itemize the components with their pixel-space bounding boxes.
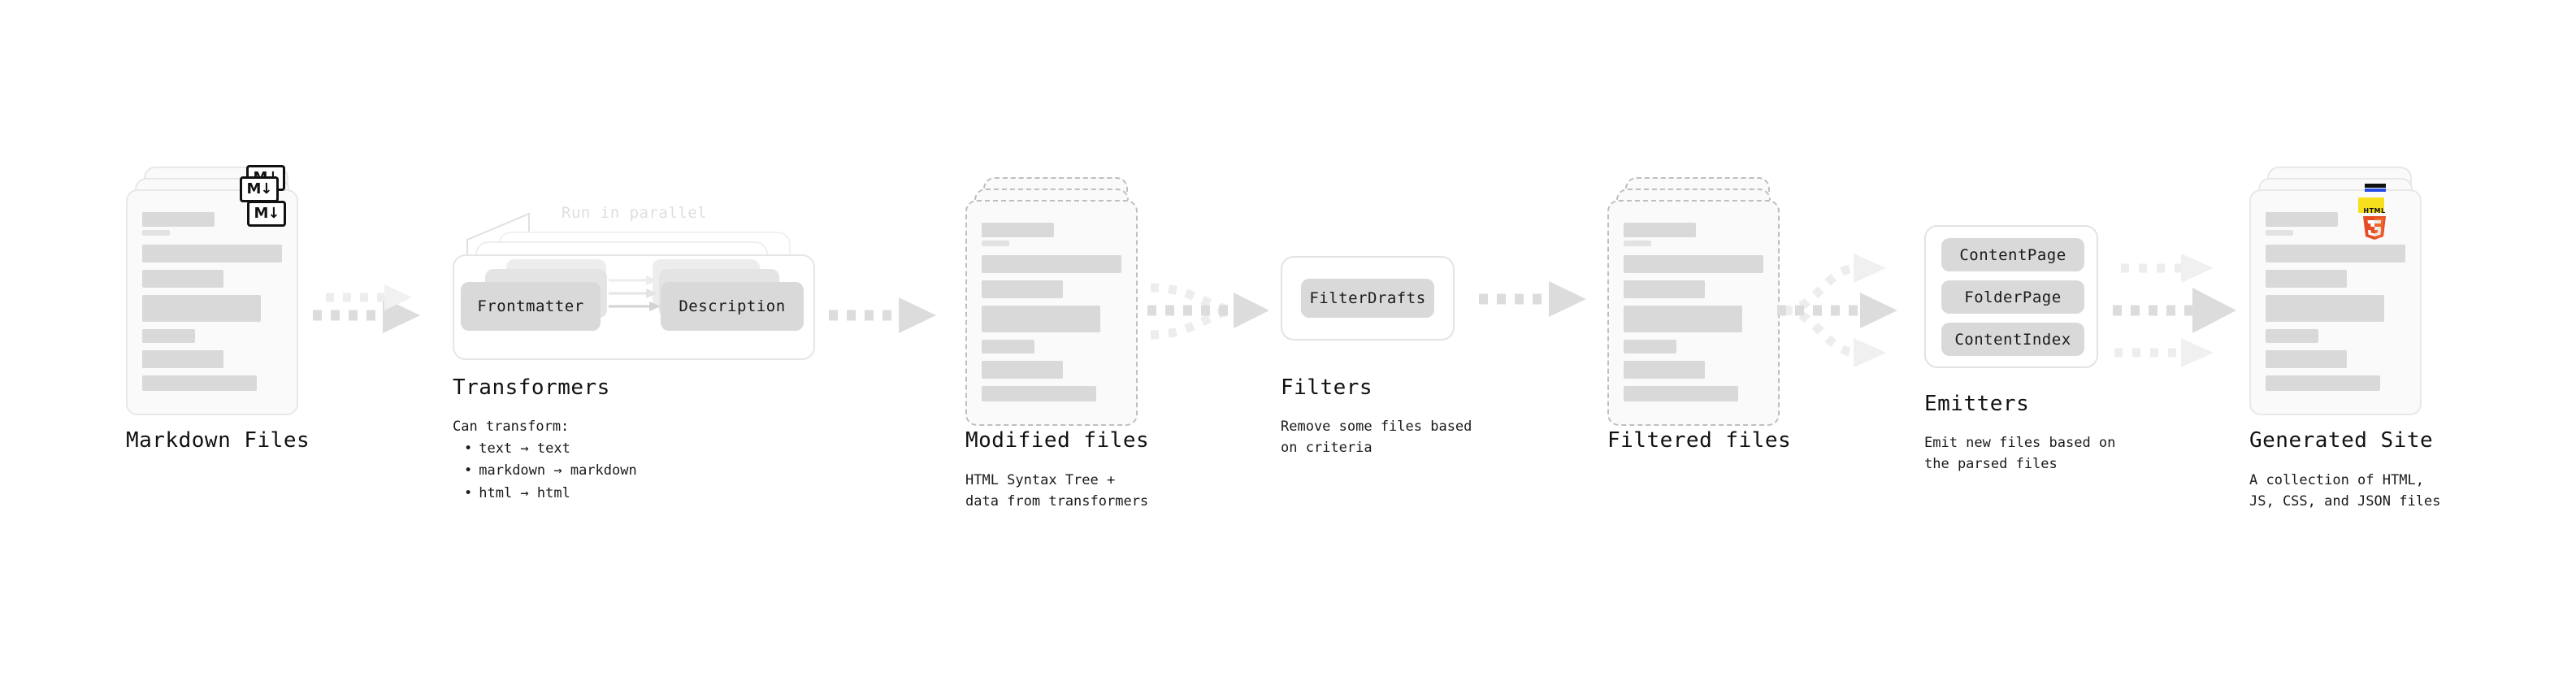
run-in-parallel-bracket xyxy=(466,212,530,259)
emitter-pill-contentindex-label: ContentIndex xyxy=(1954,330,2071,349)
emitter-pill-contentpage-label: ContentPage xyxy=(1959,245,2066,264)
transformer-pill-description-label: Description xyxy=(679,297,786,315)
generated-site-subtitle: A collection of HTML, JS, CSS, and JSON … xyxy=(2249,472,2441,510)
arrow-transformers-to-modified xyxy=(829,297,936,333)
javascript-icon xyxy=(2358,197,2384,213)
run-in-parallel-label: Run in parallel xyxy=(562,204,708,222)
modified-files-stack xyxy=(965,177,1138,453)
arrow-filters-to-filtered xyxy=(1479,281,1586,317)
modified-files-subtitle: HTML Syntax Tree + data from transformer… xyxy=(965,472,1149,510)
transformers-item-2: html → html xyxy=(464,483,637,505)
doc-skeleton xyxy=(1609,202,1778,424)
doc-skeleton xyxy=(967,202,1136,424)
transformer-pill-frontmatter-label: Frontmatter xyxy=(477,297,584,315)
markdown-icon-back-1: M↓ xyxy=(240,176,279,202)
emitters-title: Emitters xyxy=(1924,392,2030,416)
filter-pill-filterdrafts-label: FilterDrafts xyxy=(1309,289,1426,307)
filter-pill-filterdrafts[interactable]: FilterDrafts xyxy=(1301,279,1434,318)
arrow-emitters-to-site xyxy=(2113,254,2236,367)
doc-card-front xyxy=(1607,200,1780,426)
filters-subtitle: Remove some files based on criteria xyxy=(1281,419,1472,457)
transformers-title: Transformers xyxy=(453,375,610,400)
transformers-capability-list: Can transform: text → text markdown → ma… xyxy=(453,416,637,505)
arrow-markdown-to-transformers xyxy=(313,284,420,333)
emitters-subtitle: Emit new files based on the parsed files xyxy=(1924,435,2116,473)
filters-title: Filters xyxy=(1281,375,1373,400)
doc-skeleton xyxy=(2251,191,2420,414)
generated-site-stack: HTML xyxy=(2249,167,2422,443)
arrow-modified-to-filters xyxy=(1147,283,1269,340)
emitter-pill-folderpage-label: FolderPage xyxy=(1964,288,2062,306)
html5-icon: HTML xyxy=(2360,206,2389,245)
arrow-filtered-to-emitters xyxy=(1777,254,1897,367)
generated-site-title: Generated Site xyxy=(2249,428,2434,453)
doc-card-front xyxy=(126,189,298,415)
markdown-icon: M↓ xyxy=(247,201,286,227)
emitter-pill-contentpage[interactable]: ContentPage xyxy=(1941,238,2084,271)
markdown-files-stack: M↓ M↓ M↓ xyxy=(126,165,298,443)
doc-skeleton xyxy=(128,191,297,414)
transformer-pill-frontmatter[interactable]: Frontmatter xyxy=(461,282,601,331)
transformer-inner-arrows xyxy=(609,275,661,311)
markdown-files-title: Markdown Files xyxy=(126,428,310,453)
doc-card-front xyxy=(2249,189,2422,415)
transformer-pill-description[interactable]: Description xyxy=(661,282,804,331)
transformers-lead: Can transform: xyxy=(453,419,570,435)
doc-card-front xyxy=(965,200,1138,426)
filtered-files-title: Filtered files xyxy=(1607,428,1792,453)
transformers-item-1: markdown → markdown xyxy=(464,460,636,482)
transformers-item-0: text → text xyxy=(464,438,637,460)
css3-icon xyxy=(2365,180,2386,195)
emitter-pill-contentindex[interactable]: ContentIndex xyxy=(1941,323,2084,356)
filtered-files-stack xyxy=(1607,177,1780,453)
emitter-pill-folderpage[interactable]: FolderPage xyxy=(1941,280,2084,314)
modified-files-title: Modified files xyxy=(965,428,1150,453)
svg-text:HTML: HTML xyxy=(2363,207,2385,215)
